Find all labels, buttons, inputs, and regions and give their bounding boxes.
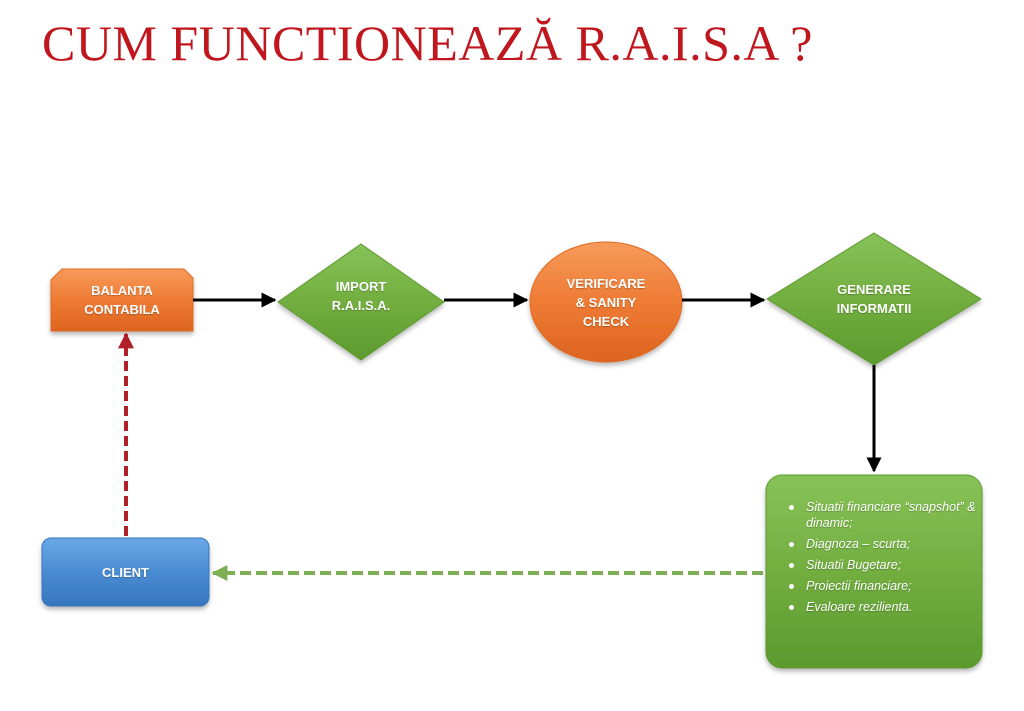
verificare-label-line1: VERIFICARE [566, 275, 646, 291]
import-label-line1: IMPORT [335, 279, 387, 294]
generare-label-line1: GENERARE [837, 282, 911, 297]
verificare-sanity-check-node: VERIFICARE & SANITY CHECK [546, 270, 666, 334]
outputs-list-item: Evaloare rezilienta. [786, 599, 982, 615]
verificare-sanity-check-ellipse [529, 241, 683, 363]
page-title: CUM FUNCTIONEAZĂ R.A.I.S.A ? [42, 15, 813, 71]
import-raisa-diamond [277, 243, 445, 361]
client-node: CLIENT [42, 538, 209, 606]
balanta-label-line1: BALANTA [91, 283, 153, 298]
outputs-list-item: Proiectii financiare; [786, 578, 982, 594]
import-label-line2: R.A.I.S.A. [331, 298, 391, 313]
outputs-list-item: Situatii Bugetare; [786, 557, 982, 573]
client-label: CLIENT [102, 564, 149, 580]
verificare-label-line3: CHECK [582, 313, 630, 329]
generare-informatii-node: GENERARE INFORMATII [804, 273, 944, 325]
outputs-list-item: Diagnoza – scurta; [786, 536, 982, 552]
outputs-box [765, 474, 983, 669]
client-box [41, 537, 210, 607]
outputs-list: Situatii financiare “snapshot” & dinamic… [786, 499, 982, 620]
balanta-contabila-node: BALANTA CONTABILA [51, 269, 193, 331]
verificare-label-line2: & SANITY [575, 294, 637, 310]
import-raisa-node: IMPORT R.A.I.S.A. [300, 266, 422, 326]
balanta-contabila-shape [50, 268, 194, 332]
balanta-label-line2: CONTABILA [84, 302, 160, 317]
outputs-list-item: Situatii financiare “snapshot” & dinamic… [786, 499, 982, 531]
generare-label-line2: INFORMATII [836, 301, 912, 316]
